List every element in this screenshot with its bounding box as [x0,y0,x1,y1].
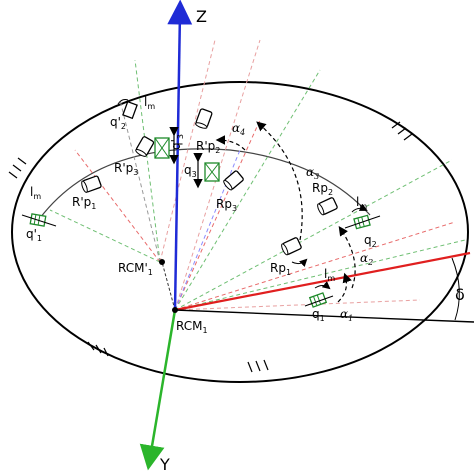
hatch-marks [8,121,413,373]
delta-arc [451,257,460,321]
q2-prime-rotation-icon [117,99,129,105]
y-axis [139,309,177,471]
rpp2-label: R'p2 [196,139,220,155]
black-axis [174,309,474,323]
camera-rpp1 [81,175,102,193]
actuator-q3 [204,162,220,182]
q2-prime-label: q'2 [110,115,126,131]
rp1-label: Rp1 [270,261,291,277]
camera-rpp3 [135,136,155,157]
dashed-rays [49,39,466,311]
lm-label-bottom: lm [324,267,335,283]
camera-rp3 [223,170,244,191]
q3-label: q3 [184,163,197,179]
q2-label: q2 [364,233,377,249]
q2-rotation-icon [351,203,368,213]
alpha2-label: α2 [360,251,373,267]
rp3-label: Rp3 [216,197,237,213]
rpp1-label: R'p1 [72,195,96,211]
lm-label-left: lm [30,185,41,201]
q2-arrow [344,215,381,229]
q1-label: q1 [312,307,325,323]
rcm-link-line [161,261,176,311]
alpha3-label: α3 [306,165,319,181]
z-axis-label: Z [196,7,207,26]
rpp3-label: R'p3 [114,161,138,177]
actuator-q2-prime [122,100,138,120]
rcm1-prime-point [159,259,165,265]
workspace-ellipse [11,81,469,383]
camera-rpp2 [195,108,213,129]
rcm1-point [172,307,178,313]
rcm1-label: RCM1 [176,319,208,335]
lm-label-top: lm [144,95,155,111]
actuator-q3-prime [154,137,170,159]
inner-arc [39,148,371,219]
rp2-label: Rp2 [312,181,333,197]
alpha1-label: α1 [340,307,353,323]
alpha-arrows [215,121,356,303]
q3-prime-label: q'3 [169,134,185,150]
delta-label: δ [455,285,465,304]
rcm1-prime-label: RCM'1 [118,261,153,277]
camera-rp2 [317,197,338,216]
lm-label-right: lm [356,195,367,211]
rp1-rotation-icon [291,258,308,268]
camera-rp1 [281,237,302,256]
q1-rotation-icon [314,281,331,290]
actuator-q1 [308,292,328,308]
y-axis-label: Y [159,455,170,474]
alpha4-label: α4 [232,121,245,137]
q1-arrow [304,295,334,307]
q1-prime-label: q'1 [26,227,42,243]
q1-prime-arrow [21,214,57,227]
z-axis [167,0,193,311]
